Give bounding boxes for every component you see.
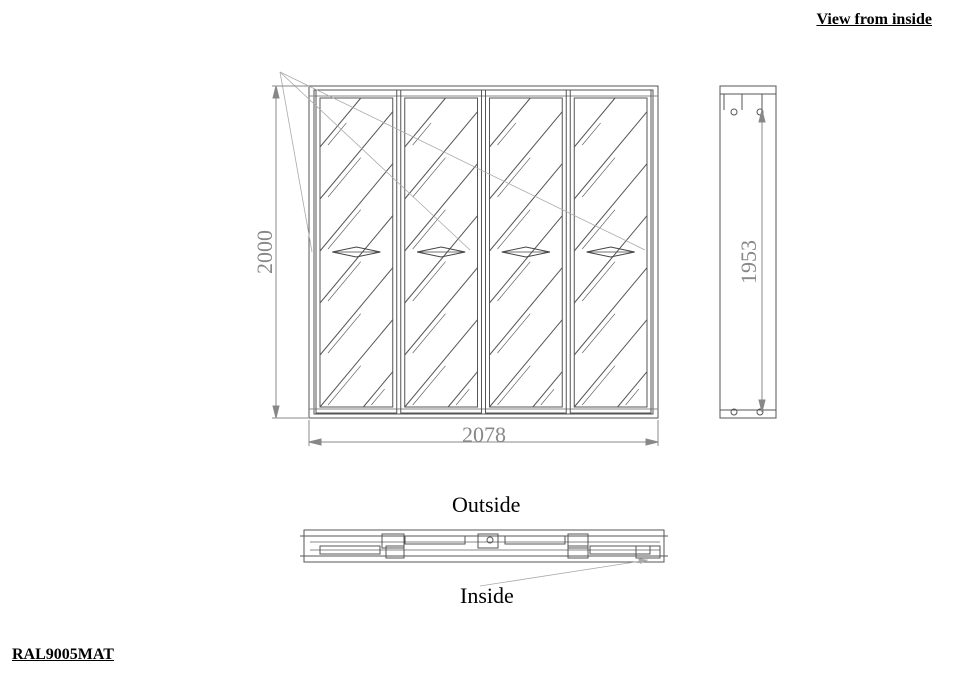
hatch-line (404, 319, 478, 408)
inner-frame (313, 89, 654, 415)
hatch-line (489, 215, 563, 304)
hatch-line (489, 97, 531, 148)
height-dimension-text: 2000 (252, 230, 277, 274)
glass-pane-2 (404, 97, 478, 408)
glass-hatching (319, 97, 648, 408)
hatch-accent-line (412, 365, 446, 406)
hatch-line (573, 111, 648, 200)
hatch-line (319, 97, 362, 148)
hatch-accent-line (497, 261, 531, 302)
glass-pane-4 (573, 97, 648, 408)
finish-code-label: RAL9005MAT (12, 646, 114, 663)
hatch-accent-line (582, 313, 616, 354)
height-dimension (272, 85, 308, 419)
inside-label: Inside (460, 583, 514, 608)
hatch-line (573, 267, 648, 356)
hatch-line (404, 215, 478, 304)
hatch-line (404, 111, 478, 200)
outside-label: Outside (452, 492, 521, 517)
hatch-accent-line (327, 122, 347, 146)
hatch-line (319, 111, 394, 200)
width-dimension-text: 2078 (462, 422, 506, 447)
hatch-line (319, 319, 394, 408)
hatch-line (573, 215, 648, 304)
hatch-accent-line (455, 388, 470, 406)
hatch-line (532, 371, 563, 408)
hatch-accent-line (497, 209, 531, 250)
opening-lines (279, 71, 646, 253)
door-elevation (279, 71, 659, 419)
hatch-line (489, 267, 563, 356)
hatch-line (489, 111, 563, 200)
hatch-line (319, 215, 394, 304)
hatch-accent-line (412, 157, 446, 198)
hatch-line (319, 267, 394, 356)
profile-dimension (758, 109, 766, 413)
glass-pane-3 (489, 97, 563, 408)
width-dimension (308, 420, 659, 446)
hatch-line (404, 267, 478, 356)
hatch-accent-line (327, 365, 361, 406)
door-panel-3 (485, 89, 567, 414)
inside-pointer-arrow (638, 558, 648, 564)
hatch-accent-line (497, 157, 531, 198)
hatch-accent-line (412, 209, 446, 250)
hatch-line (573, 319, 648, 408)
door-panel-4 (569, 89, 652, 414)
hatch-accent-line (412, 122, 432, 146)
hatch-accent-line (412, 261, 446, 302)
inside-pointer (479, 559, 649, 587)
hatch-line (319, 163, 394, 252)
hatch-line (404, 97, 446, 148)
hatch-accent-line (582, 365, 616, 406)
plan-section (300, 529, 668, 563)
hatch-accent-line (582, 122, 601, 146)
side-profile (719, 85, 777, 419)
hatch-accent-line (327, 313, 361, 354)
hatch-line (447, 371, 478, 408)
hatch-accent-line (327, 261, 361, 302)
hatch-accent-line (497, 313, 531, 354)
view-title: View from inside (816, 11, 932, 28)
hatch-line (489, 163, 563, 252)
hatch-line (573, 97, 616, 148)
outer-frame (308, 85, 659, 419)
hatch-accent-line (327, 157, 361, 198)
door-panels (315, 89, 652, 414)
hatch-line (573, 163, 648, 252)
hatch-accent-line (582, 261, 616, 302)
hatch-accent-line (412, 313, 446, 354)
hatch-accent-line (625, 388, 640, 406)
profile-dimension-text: 1953 (736, 240, 761, 284)
hatch-line (489, 319, 563, 408)
hatch-line (404, 163, 478, 252)
door-handles (332, 246, 635, 258)
door-panel-2 (400, 89, 482, 414)
hatch-line (362, 371, 394, 408)
door-panel-1 (315, 89, 398, 414)
hatch-accent-line (582, 157, 616, 198)
hatch-accent-line (497, 122, 517, 146)
hatch-accent-line (540, 388, 555, 406)
hatch-accent-line (371, 388, 385, 406)
glass-pane-1 (319, 97, 394, 408)
hatch-line (617, 371, 648, 408)
hatch-accent-line (582, 209, 616, 250)
hatch-accent-line (497, 365, 531, 406)
hatch-accent-line (327, 209, 361, 250)
